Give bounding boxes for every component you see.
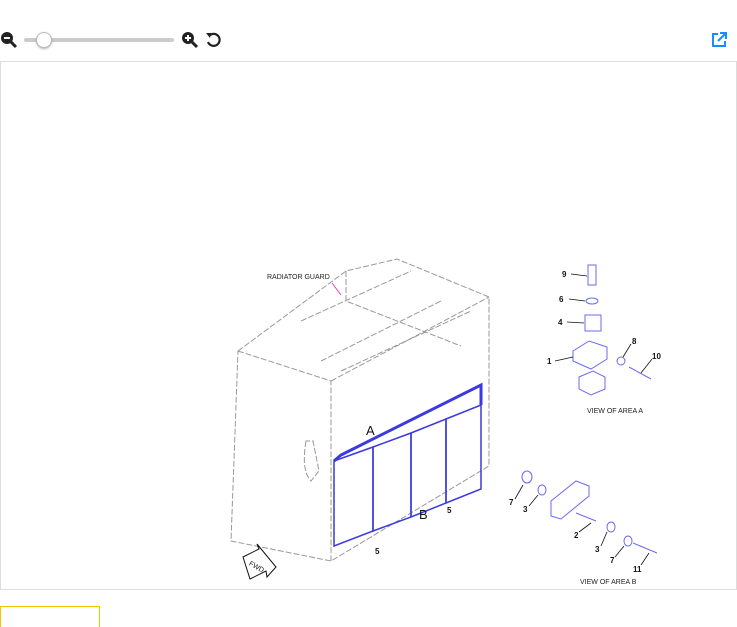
radiator-guard-frame xyxy=(230,258,490,562)
callout-8: 8 xyxy=(632,337,637,346)
reset-zoom-button[interactable] xyxy=(205,31,223,54)
callout-3: 3 xyxy=(595,545,600,554)
view-area-a xyxy=(572,264,652,396)
callout-3: 3 xyxy=(523,505,528,514)
external-link-icon xyxy=(712,32,727,47)
callout-10: 10 xyxy=(652,352,661,361)
view-area-b-title: VIEW OF AREA B xyxy=(580,579,637,586)
view-b-leaders xyxy=(514,484,650,566)
callout-6: 6 xyxy=(559,295,564,304)
callout-1: 1 xyxy=(547,357,552,366)
fwd-arrow-icon: FWD xyxy=(242,543,277,580)
radiator-cores xyxy=(333,382,483,548)
radiator-guard-label: RADIATOR GUARD xyxy=(267,274,330,281)
callout-5: 5 xyxy=(447,506,452,515)
callout-11: 11 xyxy=(633,565,642,574)
parts-diagram: RADIATOR GUARD A B 5 5 FWD 9 6 4 1 8 10 xyxy=(230,258,661,586)
zoom-in-icon xyxy=(182,32,199,49)
rotate-ccw-icon xyxy=(206,32,221,47)
callout-7: 7 xyxy=(509,498,514,507)
callout-4: 4 xyxy=(558,318,563,327)
zoom-out-icon xyxy=(1,32,18,49)
callout-9: 9 xyxy=(562,270,567,279)
view-area-b xyxy=(521,470,658,554)
open-external-button[interactable] xyxy=(710,31,728,54)
zoom-in-button[interactable] xyxy=(181,31,199,54)
area-b-label: B xyxy=(419,507,428,522)
area-a-label: A xyxy=(366,423,375,438)
zoom-slider[interactable] xyxy=(24,32,174,48)
view-a-leaders xyxy=(554,273,653,374)
zoom-slider-thumb[interactable] xyxy=(36,32,52,48)
callout-2: 2 xyxy=(574,531,579,540)
parts-drawing-viewer[interactable]: RADIATOR GUARD A B 5 5 FWD 9 6 4 1 8 10 xyxy=(0,61,737,590)
zoom-out-button[interactable] xyxy=(0,31,18,54)
view-area-a-title: VIEW OF AREA A xyxy=(587,408,643,415)
callout-5: 5 xyxy=(375,547,380,556)
viewer-toolbar xyxy=(0,28,737,52)
callout-7: 7 xyxy=(610,556,615,565)
highlighted-tab[interactable] xyxy=(0,606,100,627)
